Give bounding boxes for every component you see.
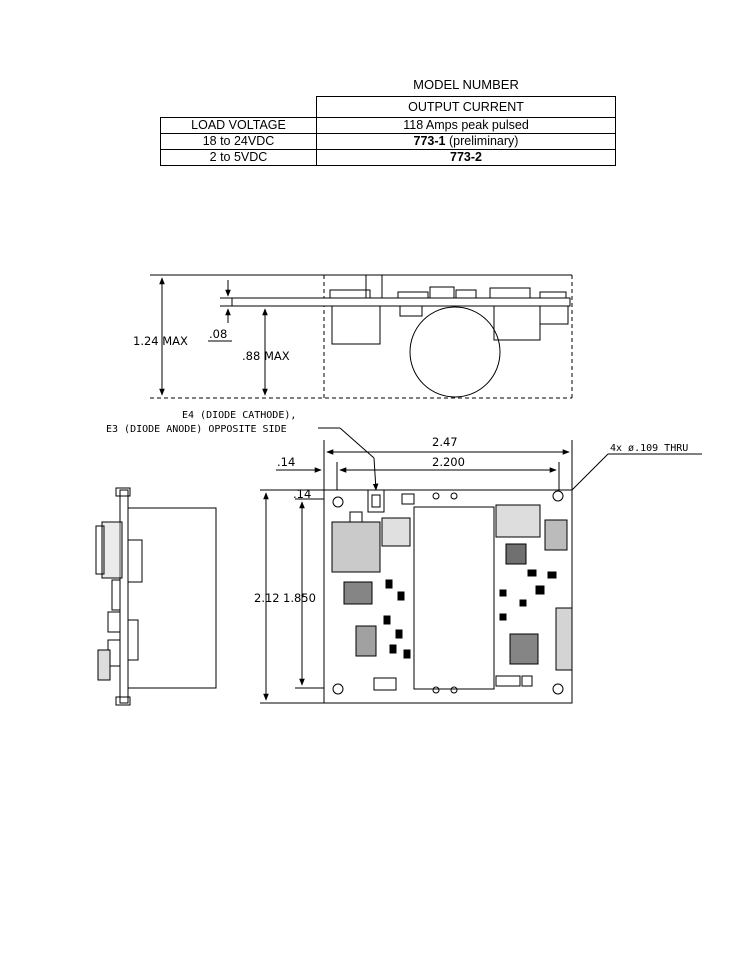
load-voltage-header: LOAD VOLTAGE <box>160 117 317 134</box>
voltage-cell: 18 to 24VDC <box>160 133 317 150</box>
mounting-hole-icon <box>332 683 344 695</box>
model-cell: 773-2 <box>316 149 616 166</box>
table-row: 2 to 5VDC 773-2 <box>160 149 616 166</box>
model-number: 773-2 <box>450 150 482 164</box>
callout-leader <box>318 427 379 491</box>
dim-hole-callout: 4x ø.109 THRU <box>610 443 688 454</box>
dim-height-max: 1.24 MAX <box>133 334 188 348</box>
top-view-dimensions <box>260 440 702 704</box>
voltage-cell: 2 to 5VDC <box>160 149 317 166</box>
model-spec-table: OUTPUT CURRENT LOAD VOLTAGE 118 Amps pea… <box>160 96 616 166</box>
dim-edge-offset-y: .14 <box>293 487 311 501</box>
dim-below-board: .88 MAX <box>242 349 290 363</box>
model-note: (preliminary) <box>449 134 519 148</box>
side-view <box>150 274 573 399</box>
dim-overall-width: 2.47 <box>432 435 458 449</box>
callout-line-2: E3 (DIODE ANODE) OPPOSITE SIDE <box>106 424 287 435</box>
model-number-header: MODEL NUMBER <box>413 77 519 92</box>
mounting-hole-icon <box>552 683 564 695</box>
top-view-board <box>323 489 573 704</box>
mounting-hole-icon <box>332 496 344 508</box>
dim-board-thickness: .08 <box>209 327 227 341</box>
model-number: 773-1 <box>413 134 446 148</box>
callout-line-1: E4 (DIODE CATHODE), <box>182 410 296 421</box>
end-view <box>95 487 217 706</box>
mounting-hole-icon <box>552 490 564 502</box>
dim-edge-offset-x: .14 <box>277 455 295 469</box>
dim-hole-spacing-x: 2.200 <box>432 455 465 469</box>
dim-overall-height: 2.12 <box>254 591 280 605</box>
dim-hole-spacing-y: 1.850 <box>283 591 316 605</box>
